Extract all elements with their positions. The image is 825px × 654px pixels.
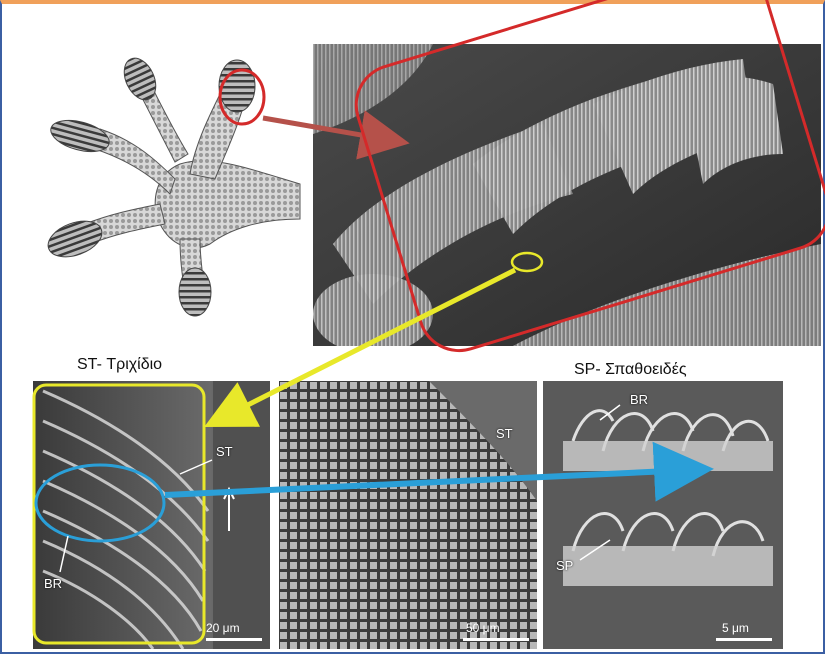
scale-label-right: 5 μm xyxy=(722,621,749,635)
toe-highlight-rect xyxy=(346,0,825,361)
scale-label-left: 20 μm xyxy=(206,621,240,635)
scale-bar-middle xyxy=(463,638,529,641)
brown-arrow xyxy=(263,118,390,140)
sp-heading: SP- Σπαθοειδές xyxy=(574,361,687,379)
st-label-left: ST xyxy=(216,444,233,459)
br-label-left: BR xyxy=(44,576,62,591)
scale-label-middle: 50 μm xyxy=(466,621,500,635)
yellow-arrow xyxy=(222,270,515,418)
br-label-right: BR xyxy=(630,392,648,407)
scale-bar-left xyxy=(206,638,262,641)
sp-label-right: SP xyxy=(556,558,573,573)
toe-highlight-circle xyxy=(220,70,264,124)
spatula-highlight-circle xyxy=(36,465,164,541)
st-label-middle: ST xyxy=(496,426,513,441)
scale-bar-right xyxy=(716,638,772,641)
seta-highlight-rect xyxy=(34,385,204,643)
st-heading: ST- Τριχίδιο xyxy=(77,356,162,374)
seta-highlight-circle xyxy=(512,253,542,271)
blue-arrow xyxy=(165,470,690,495)
